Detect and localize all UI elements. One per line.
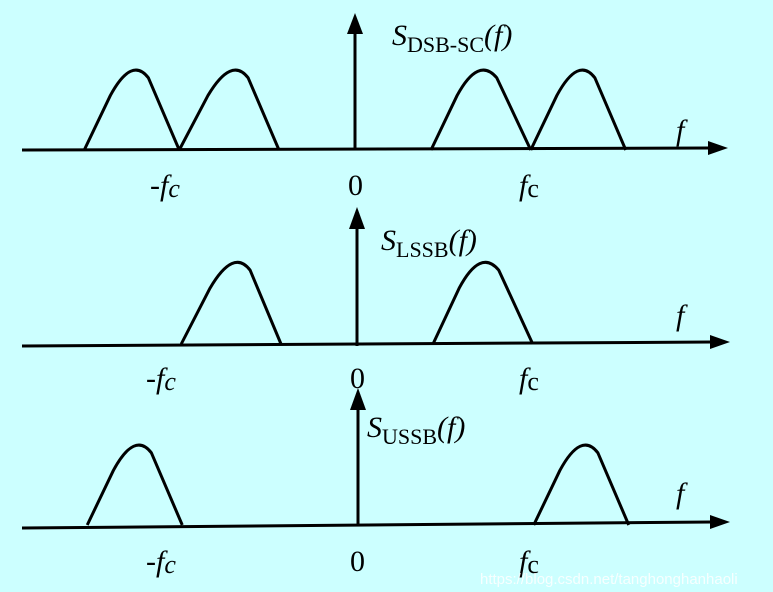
freq-axis-arrowhead	[710, 335, 730, 349]
tick-neg-fc: -fc	[146, 362, 176, 396]
spectrum-lobe-right-2	[429, 68, 533, 151]
lobes	[85, 443, 631, 526]
tick-zero: 0	[350, 362, 365, 395]
tick-zero: 0	[348, 169, 363, 202]
axis-label-f: f	[676, 477, 688, 510]
panel-lssb: SLSSB(f) f -fc 0 fc	[21, 207, 730, 396]
spectrum-lobe-left-1	[177, 68, 281, 151]
spectrum-lobe-left-0	[179, 260, 283, 345]
freq-axis	[21, 520, 713, 530]
freq-axis-arrowhead	[710, 515, 730, 529]
tick-pos-fc: fc	[519, 545, 539, 579]
panel-ussb: SUSSB(f) f -fc 0 fc	[21, 388, 730, 579]
tick-neg-fc: -fc	[150, 169, 180, 203]
tick-pos-fc: fc	[519, 362, 539, 396]
panel-dsb-sc: SDSB-SC(f) f -fc 0 fc	[21, 13, 728, 203]
spectrum-lobe-right-1	[532, 443, 631, 526]
amplitude-axis-arrowhead	[349, 207, 365, 229]
amplitude-axis-arrowhead	[347, 13, 363, 34]
tick-zero: 0	[350, 545, 365, 578]
lobes	[82, 68, 628, 151]
spectrum-lobe-left-0	[82, 68, 181, 151]
freq-axis-arrowhead	[708, 141, 728, 155]
axis-label-f: f	[676, 299, 688, 332]
panel-title: SDSB-SC(f)	[392, 19, 512, 57]
lobes	[179, 260, 535, 345]
panel-title: SUSSB(f)	[367, 411, 465, 449]
axis-label-f: f	[676, 114, 688, 147]
tick-pos-fc: fc	[519, 169, 539, 203]
spectrum-lobe-left-0	[85, 443, 184, 526]
freq-axis	[21, 146, 711, 152]
amplitude-axis-arrowhead	[350, 388, 366, 410]
watermark: https://blog.csdn.net/tanghonghanhaoli	[480, 571, 738, 588]
tick-neg-fc: -fc	[146, 545, 176, 579]
spectrum-lobe-right-3	[529, 68, 628, 151]
panel-title: SLSSB(f)	[381, 224, 477, 262]
freq-axis	[21, 340, 713, 348]
spectrum-lobe-right-1	[431, 260, 535, 345]
